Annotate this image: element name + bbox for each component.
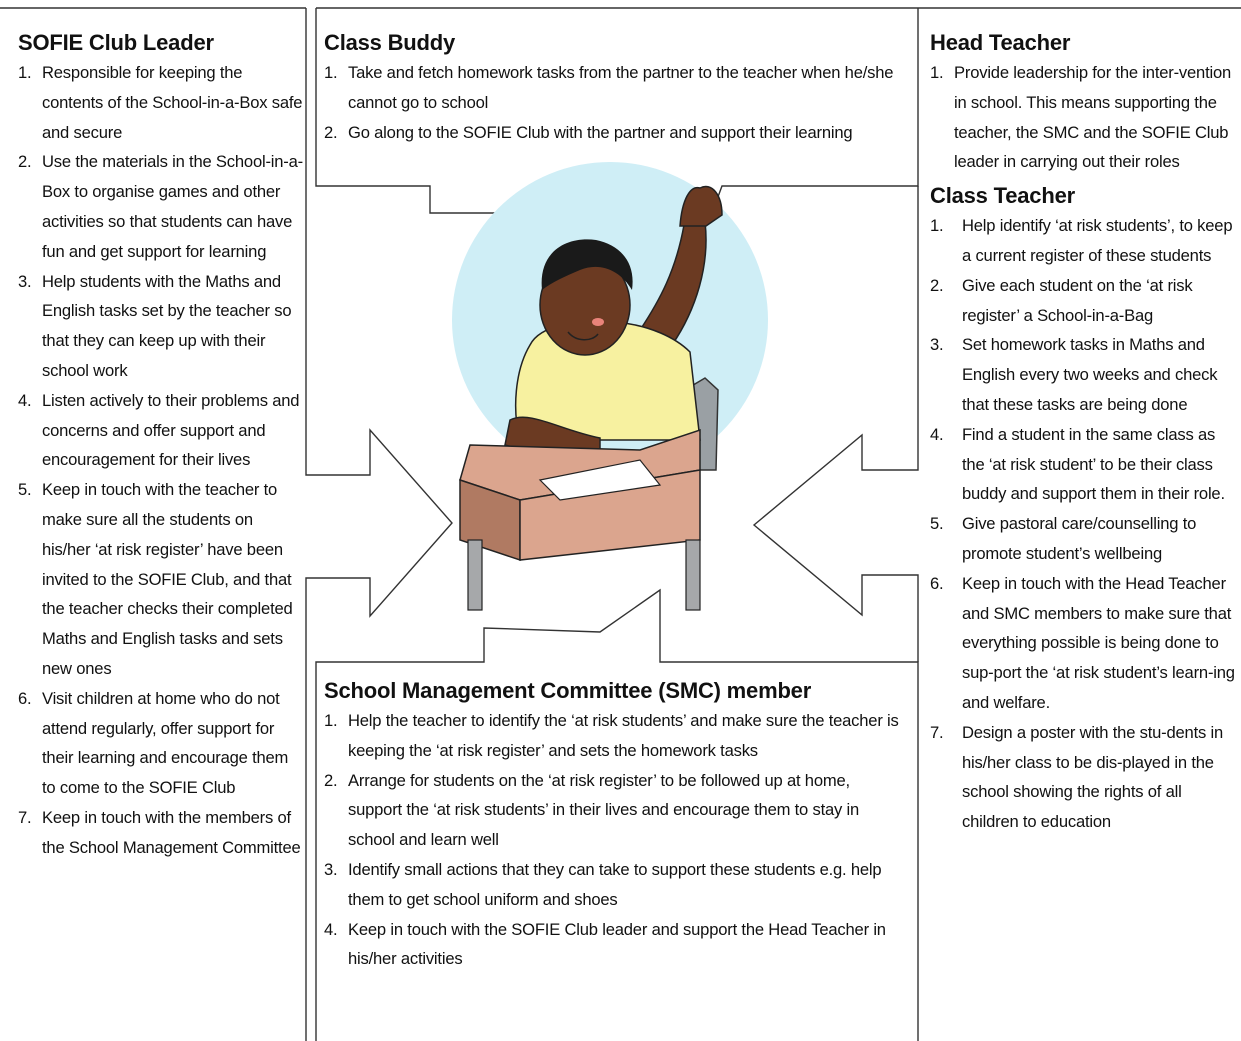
leader-list: 1. Responsible for keeping the contents o… [18,58,303,863]
list-item: 4. Listen actively to their problems and … [18,386,303,475]
item-number: 4. [324,919,338,939]
item-text: Take and fetch homework tasks from the p… [348,63,894,112]
cheek [592,318,604,326]
student-illustration [452,162,768,611]
list-item: 6. Keep in touch with the Head Teacher an… [930,569,1238,718]
list-item: 4. Find a student in the same class as th… [930,420,1238,509]
head-title: Head Teacher [930,30,1071,55]
item-number: 1. [930,63,944,82]
item-number: 1. [930,216,944,236]
leader-panel-outline [305,8,453,1041]
leader-title: SOFIE Club Leader [18,30,214,55]
list-item: 3. Identify small actions that they can t… [324,855,904,915]
item-number: 1. [324,711,338,730]
item-text: Keep in touch with the teacher to make s… [42,480,293,678]
list-item: 2. Go along to the SOFIE Club with the pa… [324,118,904,148]
item-text: Give pastoral care/counselling to promot… [962,514,1197,563]
list-item: 2. Give each student on the ‘at risk regi… [930,271,1238,331]
item-text: Give each student on the ‘at risk regist… [962,275,1193,325]
list-item: 3. Set homework tasks in Maths and Englis… [930,330,1238,419]
item-text: Responsible for keeping the contents of … [42,63,303,142]
smile [567,331,599,341]
item-number: 5. [930,514,944,534]
item-text: Keep in touch with the Head Teacher and … [962,573,1235,712]
item-text: Find a student in the same class as the … [962,424,1225,504]
item-text: Listen actively to their problems and co… [42,390,300,470]
list-item: 5. Keep in touch with the teacher to make… [18,475,303,684]
list-item: 4. Keep in touch with the SOFIE Club lead… [324,915,904,975]
item-number: 4. [930,424,944,444]
desk-leg-left [467,539,483,611]
item-number: 3. [930,335,944,355]
list-item: 1. Provide leadership for the inter-venti… [930,58,1238,177]
teacher-panel-outline [752,186,919,662]
item-text: Keep in touch with the members of the Sc… [42,807,301,857]
item-number: 3. [18,271,32,291]
smc-list: 1. Help the teacher to identify the ‘at r… [324,706,904,974]
smc-panel-outline [315,588,919,1041]
list-item: 5. Give pastoral care/counselling to prom… [930,509,1238,569]
item-text: Set homework tasks in Maths and English … [962,335,1218,414]
item-number: 3. [324,859,338,879]
item-text: Identify small actions that they can tak… [348,859,882,909]
list-item: 7. Design a poster with the stu-dents in … [930,718,1238,837]
item-number: 1. [18,63,32,82]
item-number: 6. [18,688,32,708]
item-number: 2. [324,770,338,790]
list-item: 2. Arrange for students on the ‘at risk r… [324,766,904,855]
list-item: 6. Visit children at home who do not atte… [18,684,303,803]
item-text: Help the teacher to identify the ‘at ris… [348,711,899,760]
list-item: 2. Use the materials in the School-in-a-B… [18,147,303,266]
item-number: 1. [324,63,338,82]
item-number: 2. [18,152,32,172]
head-teacher-panel: Head Teacher 1. Provide leadership for th… [930,28,1238,837]
item-text: Keep in touch with the SOFIE Club leader… [348,919,886,969]
item-text: Help identify ‘at risk students’, to kee… [962,216,1233,265]
list-item: 1. Help identify ‘at risk students’, to k… [930,211,1238,271]
item-text: Provide leadership for the inter-vention… [954,63,1232,172]
item-text: Go along to the SOFIE Club with the part… [348,122,853,142]
smc-member-panel: School Management Committee (SMC) member… [324,676,904,974]
item-number: 2. [324,122,338,142]
smc-title: School Management Committee (SMC) member [324,678,812,703]
head-list: 1. Provide leadership for the inter-venti… [930,58,1238,177]
list-item: 3. Help students with the Maths and Engli… [18,267,303,386]
item-text: Arrange for students on the ‘at risk reg… [348,770,860,850]
class-teacher-title: Class Teacher [930,183,1075,209]
item-text: Visit children at home who do not attend… [42,688,289,798]
item-number: 2. [930,275,944,295]
sofie-club-leader-panel: SOFIE Club Leader 1. Responsible for keep… [18,28,303,863]
paper [538,459,662,501]
list-item: 7. Keep in touch with the members of the … [18,803,303,863]
class-buddy-panel: Class Buddy 1. Take and fetch homework ta… [324,28,904,147]
item-number: 4. [18,390,32,410]
desk-leg-right [685,539,701,611]
item-text: Use the materials in the School-in-a-Box… [42,152,303,261]
raised-hand [679,185,723,227]
item-number: 6. [930,573,944,593]
item-number: 7. [930,722,944,742]
list-item: 1. Help the teacher to identify the ‘at r… [324,706,904,766]
class-teacher-list: 1. Help identify ‘at risk students’, to k… [930,211,1238,837]
buddy-list: 1. Take and fetch homework tasks from the… [324,58,904,147]
item-text: Design a poster with the stu-dents in hi… [962,722,1224,832]
list-item: 1. Take and fetch homework tasks from the… [324,58,904,118]
buddy-title: Class Buddy [324,30,456,55]
hair [541,239,633,290]
item-number: 7. [18,807,32,827]
item-text: Help students with the Maths and English… [42,271,292,380]
list-item: 1. Responsible for keeping the contents o… [18,58,303,147]
item-number: 5. [18,480,32,500]
